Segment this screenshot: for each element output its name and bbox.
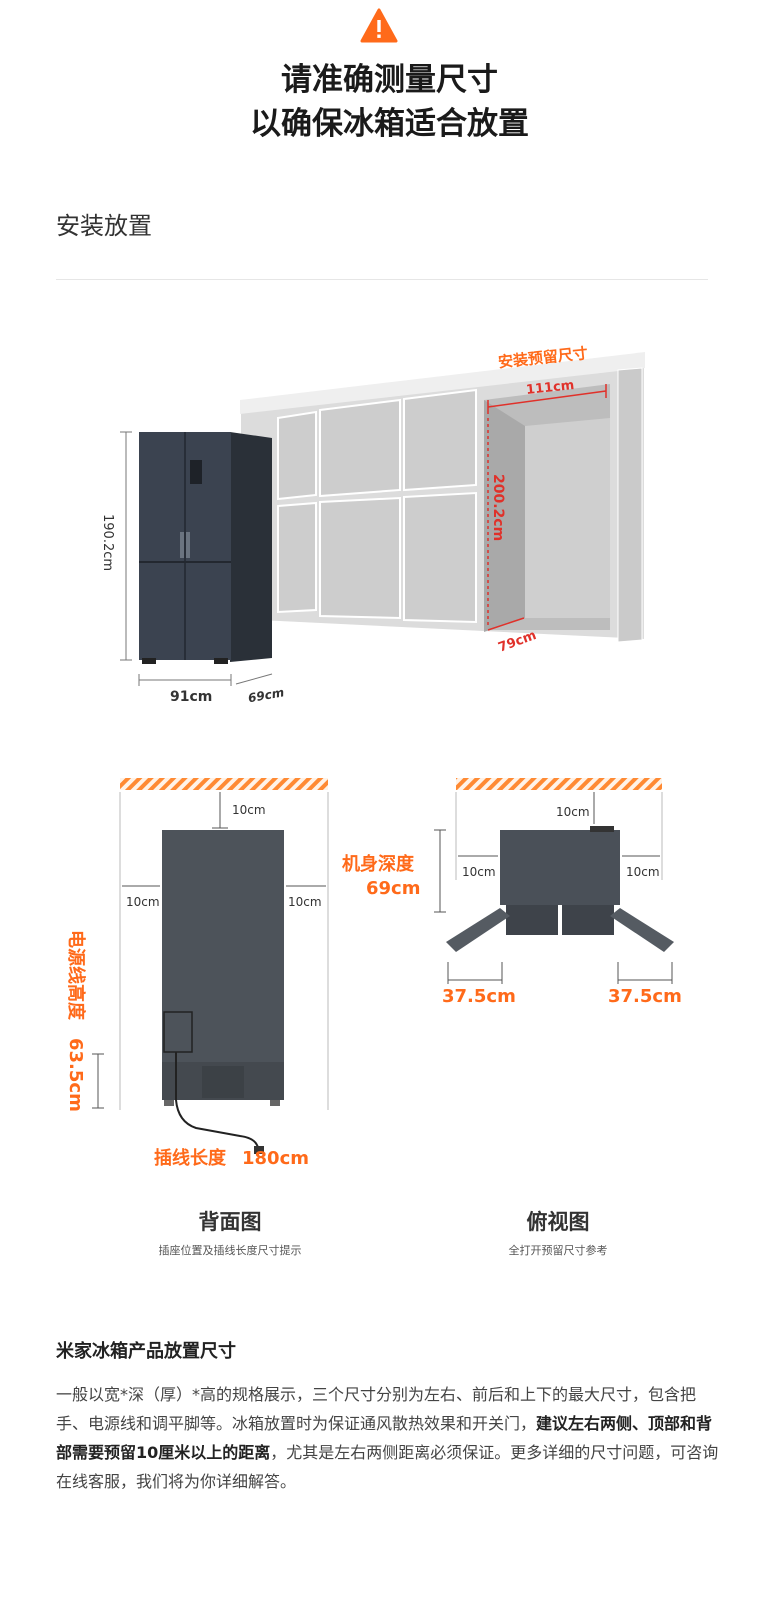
fridge-height: 190.2cm	[100, 514, 115, 571]
back-view-caption-sub: 插座位置及插线长度尺寸提示	[158, 1244, 302, 1257]
info-text-part1: 一般以宽*深（厚）*高的规格展示，三个尺寸分别为左右、前后和上下的最大尺寸，包含…	[56, 1385, 697, 1433]
headline-line1: 请准确测量尺寸	[281, 62, 498, 98]
section-title: 安装放置	[56, 212, 152, 240]
info-paragraph: 一般以宽*深（厚）*高的规格展示，三个尺寸分别为左右、前后和上下的最大尺寸，包含…	[56, 1380, 726, 1496]
section-divider	[56, 279, 708, 280]
top-top-gap: 10cm	[556, 805, 590, 819]
fridge-back	[162, 830, 284, 1100]
cabinet-wall	[239, 350, 646, 643]
back-view-diagram: 10cm 10cm 10cm 电源线高度 63.5cm 插线长度 180cm	[65, 778, 329, 1169]
door-right-clearance: 37.5cm	[608, 986, 682, 1007]
warning-triangle-icon	[360, 8, 398, 43]
top-view-diagram: 10cm 10cm 10cm 机身深度 69cm 37.5cm 37.5cm	[342, 778, 682, 1007]
top-view-caption-title: 俯视图	[526, 1210, 590, 1234]
back-right-gap: 10cm	[288, 895, 322, 909]
install-diagram: 安装预留尺寸 111cm 200.2cm 79cm 190.2cm 91cm 6…	[100, 344, 646, 705]
top-right-gap: 10cm	[626, 865, 660, 879]
door-left-clearance: 37.5cm	[442, 986, 516, 1007]
power-cord-height-value: 63.5cm	[65, 1038, 86, 1112]
top-left-gap: 10cm	[462, 865, 496, 879]
info-title: 米家冰箱产品放置尺寸	[56, 1341, 236, 1362]
fridge-top	[500, 830, 620, 905]
top-view-caption-sub: 全打开预留尺寸参考	[508, 1244, 608, 1257]
info-text-bold: 建议左右两侧、顶部和背部需要预留10厘米以上的距离	[56, 1414, 713, 1462]
back-view-caption-title: 背面图	[198, 1210, 262, 1234]
install-width: 111cm	[525, 378, 575, 398]
back-view-caption: 背面图 插座位置及插线长度尺寸提示	[110, 1206, 350, 1258]
cord-length-label: 插线长度	[154, 1147, 227, 1169]
body-depth-value: 69cm	[366, 878, 420, 899]
info-text-part2: ，尤其是左右两侧距离必须保证。更多详细的尺寸问题，可咨询在线客服，我们将为你详细…	[56, 1443, 719, 1491]
install-height: 200.2cm	[490, 474, 506, 541]
back-left-gap: 10cm	[126, 895, 160, 909]
wall-hatch	[120, 778, 328, 790]
power-cord-height-label: 电源线高度	[65, 930, 87, 1021]
top-view-caption: 俯视图 全打开预留尺寸参考	[438, 1206, 678, 1258]
fridge-width: 91cm	[170, 689, 212, 705]
fridge-front-illustration	[139, 432, 272, 664]
cord-length-value: 180cm	[242, 1148, 309, 1169]
fridge-depth: 69cm	[247, 685, 285, 705]
back-top-gap: 10cm	[232, 803, 266, 817]
top-wall-hatch	[456, 778, 662, 790]
headline-line2: 以确保冰箱适合放置	[250, 106, 529, 142]
body-depth-label: 机身深度	[342, 853, 415, 875]
